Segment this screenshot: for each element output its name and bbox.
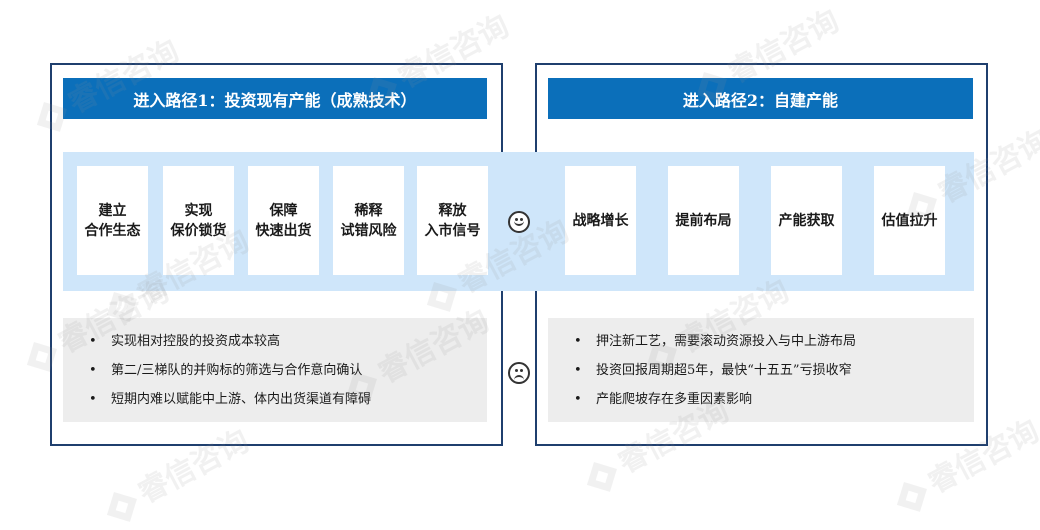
frowning-face-icon [508,362,530,384]
path1-title: 进入路径1：投资现有产能（成熟技术） [63,78,487,119]
path2-cons-panel: 押注新工艺，需要滚动资源投入与中上游布局 投资回报周期超5年，最快“十五五”亏损… [548,318,974,422]
list-item: 押注新工艺，需要滚动资源投入与中上游布局 [562,332,856,361]
path2-title-text: 进入路径2：自建产能 [682,90,839,110]
path1-card: 稀释 试错风险 [333,166,404,275]
list-item: 第二/三梯队的并购标的筛选与合作意向确认 [77,361,371,390]
path1-card: 实现 保价锁货 [163,166,234,275]
path1-card: 建立 合作生态 [77,166,148,275]
path2-card: 估值拉升 [874,166,945,275]
path2-card: 战略增长 [565,166,636,275]
path2-card: 产能获取 [771,166,842,275]
smiley-face-icon [508,211,530,233]
path1-cons-panel: 实现相对控股的投资成本较高 第二/三梯队的并购标的筛选与合作意向确认 短期内难以… [63,318,487,422]
path1-card: 释放 入市信号 [417,166,488,275]
path1-title-text: 进入路径1：投资现有产能（成熟技术） [133,90,417,110]
path2-card: 提前布局 [668,166,739,275]
path1-cons-list: 实现相对控股的投资成本较高 第二/三梯队的并购标的筛选与合作意向确认 短期内难以… [77,332,371,419]
list-item: 投资回报周期超5年，最快“十五五”亏损收窄 [562,361,856,390]
list-item: 短期内难以赋能中上游、体内出货渠道有障碍 [77,390,371,419]
path2-cons-list: 押注新工艺，需要滚动资源投入与中上游布局 投资回报周期超5年，最快“十五五”亏损… [562,332,856,419]
list-item: 实现相对控股的投资成本较高 [77,332,371,361]
list-item: 产能爬坡存在多重因素影响 [562,390,856,419]
path1-card: 保障 快速出货 [248,166,319,275]
path2-title: 进入路径2：自建产能 [548,78,973,119]
